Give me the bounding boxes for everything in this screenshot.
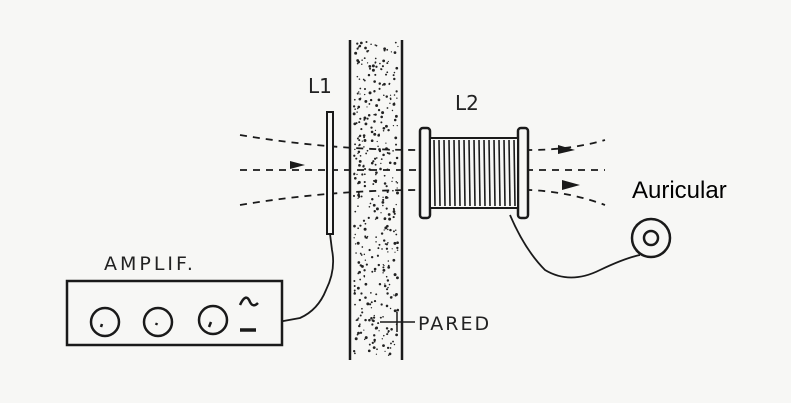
knob-icon — [197, 304, 229, 336]
wall-texture — [352, 41, 400, 356]
earphone-icon — [630, 217, 672, 259]
amplifier-label: AMPLIF. — [104, 253, 196, 275]
wall-label: PARED — [418, 313, 491, 335]
ac-symbol-icon — [238, 296, 259, 307]
knob-icon — [142, 306, 174, 338]
l2-label: L2 — [455, 91, 479, 115]
wall — [348, 40, 404, 360]
coil-l1 — [277, 111, 335, 323]
earphone-label: Auricular — [632, 177, 727, 204]
flux-arrows — [290, 145, 580, 190]
amplifier — [65, 279, 284, 347]
knob-icon — [89, 306, 121, 338]
coil-l2 — [418, 126, 641, 279]
l1-label: L1 — [308, 74, 332, 98]
